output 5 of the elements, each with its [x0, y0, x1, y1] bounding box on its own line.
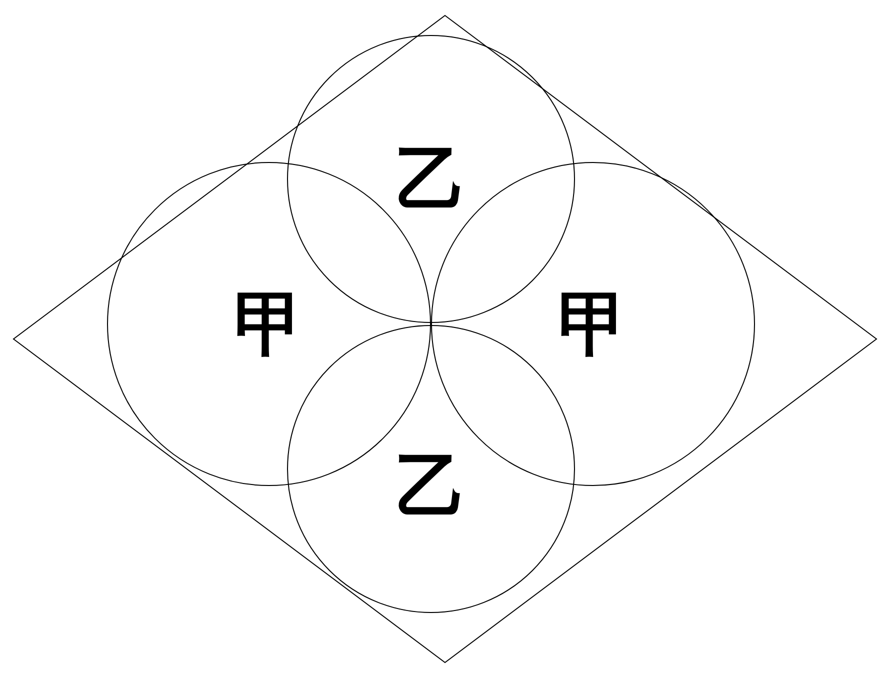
- character-label: 甲: [558, 289, 628, 359]
- character-label: 乙: [396, 144, 466, 214]
- character-label: 甲: [234, 289, 304, 359]
- diamond-outline: [13, 15, 877, 663]
- character-label: 乙: [396, 451, 466, 521]
